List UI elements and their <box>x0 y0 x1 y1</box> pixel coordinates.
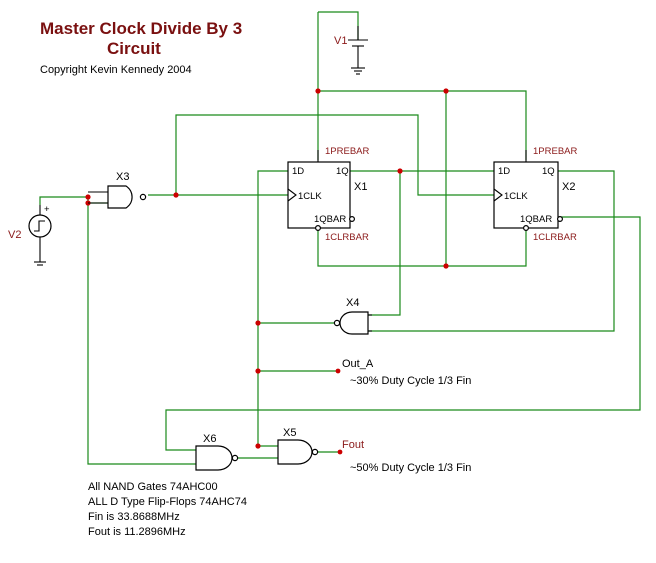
x2-pin-clk: 1CLK <box>504 191 528 202</box>
x1-pin-qbar: 1QBAR <box>314 214 346 225</box>
title-line-2: Circuit <box>107 39 161 58</box>
x6-label: X6 <box>203 433 216 445</box>
x1-pin-prebar: 1PREBAR <box>325 146 369 157</box>
copyright-text: Copyright Kevin Kennedy 2004 <box>40 64 192 76</box>
nand-gate-x4 <box>333 311 372 335</box>
note-nand-gates: All NAND Gates 74AHC00 <box>88 481 218 493</box>
x1-label: X1 <box>354 181 367 193</box>
junction-dots <box>85 88 449 455</box>
x5-label: X5 <box>283 427 296 439</box>
flip-flop-x2 <box>493 150 563 232</box>
x2-pin-d: 1D <box>498 166 510 177</box>
out-a-duty-note: ~30% Duty Cycle 1/3 Fin <box>350 375 471 387</box>
battery-v1 <box>348 26 368 75</box>
x1-pin-clk: 1CLK <box>298 191 322 202</box>
x2-pin-qbar: 1QBAR <box>520 214 552 225</box>
x2-pin-clrbar: 1CLRBAR <box>533 232 577 243</box>
note-flip-flops: ALL D Type Flip-Flops 74AHC74 <box>88 496 247 508</box>
x1-pin-q: 1Q <box>336 166 349 177</box>
fout-duty-note: ~50% Duty Cycle 1/3 Fin <box>350 462 471 474</box>
x1-pin-clrbar: 1CLRBAR <box>325 232 369 243</box>
x2-label: X2 <box>562 181 575 193</box>
v1-label: V1 <box>334 35 347 47</box>
svg-text:+: + <box>44 204 50 215</box>
x2-pin-prebar: 1PREBAR <box>533 146 577 157</box>
x4-label: X4 <box>346 297 359 309</box>
x3-label: X3 <box>116 171 129 183</box>
title-line-1: Master Clock Divide By 3 <box>40 19 242 38</box>
note-fout: Fout is 11.2896MHz <box>88 526 186 538</box>
out-a-label: Out_A <box>342 358 374 370</box>
v2-label: V2 <box>8 229 21 241</box>
nand-gate-x3 <box>88 185 147 209</box>
x2-pin-q: 1Q <box>542 166 555 177</box>
nand-gate-x5 <box>277 439 319 465</box>
x1-pin-d: 1D <box>292 166 304 177</box>
wires <box>39 11 641 465</box>
fout-label: Fout <box>342 439 364 451</box>
note-fin: Fin is 33.8688MHz <box>88 511 180 523</box>
flip-flop-x1 <box>287 150 356 232</box>
nand-gate-x6 <box>195 445 239 471</box>
pulse-source-v2: + <box>28 204 52 266</box>
